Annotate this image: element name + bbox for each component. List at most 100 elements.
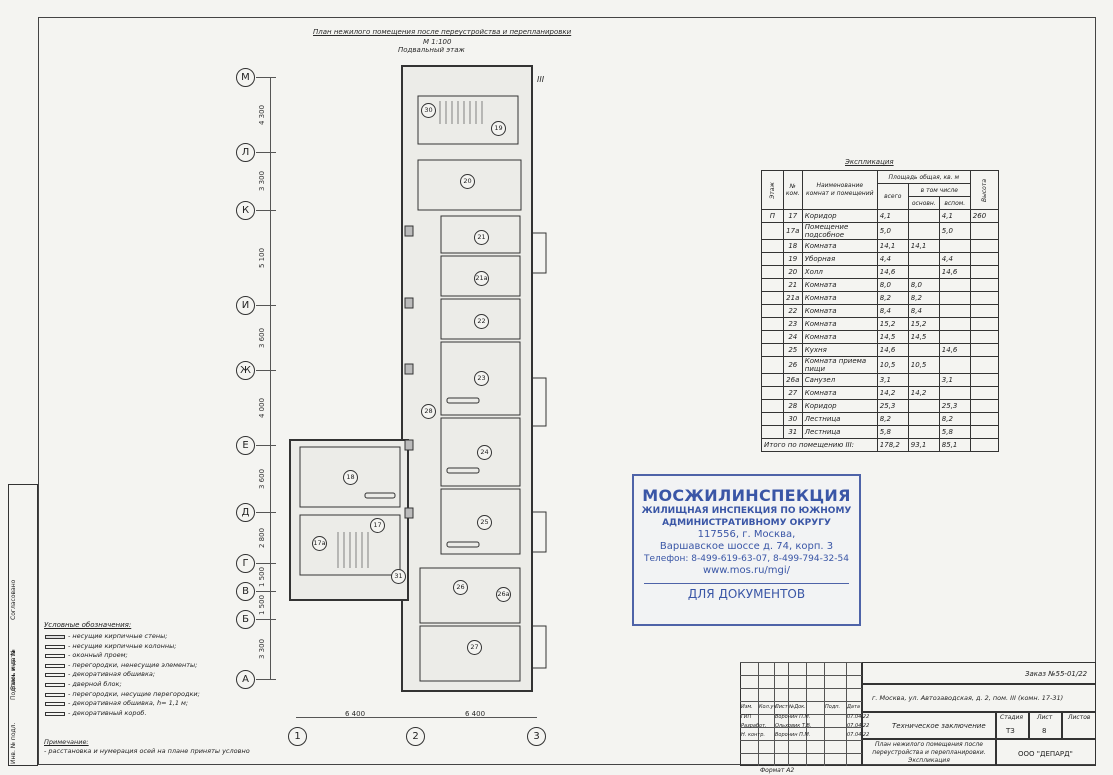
stamp-purpose: ДЛЯ ДОКУМЕНТОВ (687, 587, 806, 601)
cell-aux: 5,0 (938, 222, 971, 240)
explication-title: Экспликация (845, 158, 894, 166)
plan-scale: М 1:100 (423, 38, 452, 46)
cell-num: 30 (782, 412, 803, 426)
cell-height-empty (969, 356, 999, 374)
col-axis-3: 3 (527, 727, 546, 746)
cell-num: 20 (782, 265, 803, 279)
cell-num: 26 (782, 356, 803, 374)
cell-height-empty (969, 278, 999, 292)
tb-sheet: 8 (1042, 727, 1047, 735)
tb-col-head: Изм. (741, 704, 753, 710)
legend-symbol (45, 673, 65, 678)
room-label-19: 19 (491, 121, 506, 136)
cell-name: Комната приема пищи (801, 356, 878, 374)
cell-floor-empty (761, 278, 784, 292)
stamp-line2: АДМИНИСТРАТИВНОМУ ОКРУГУ (662, 518, 831, 528)
cell-floor-empty (761, 239, 784, 253)
col-main: основн. (907, 196, 940, 210)
cell-num: 25 (782, 343, 803, 357)
cell-aux (938, 291, 971, 305)
stamp-web: www.mos.ru/mgi/ (702, 565, 791, 576)
cell-num: 17 (782, 209, 803, 223)
cell-name: Лестница (801, 412, 878, 426)
stamp-line1: ЖИЛИЩНАЯ ИНСПЕКЦИЯ ПО ЮЖНОМУ (641, 506, 852, 516)
row-axis-0: М (236, 68, 255, 87)
cell-name: Комната (801, 278, 878, 292)
row-axis-7: Г (236, 554, 255, 573)
col-dim-2: 6 400 (465, 710, 486, 718)
cell-name: Помещение подсобное (801, 222, 878, 240)
cell-total: 10,5 (876, 356, 909, 374)
tb-person-date: 07.04.22 (847, 723, 870, 729)
tb-grid-line (740, 753, 862, 754)
row-axis-6: Д (236, 503, 255, 522)
tb-grid-line (740, 688, 862, 689)
cell-num: 22 (782, 304, 803, 318)
legend-symbol (45, 702, 65, 707)
cell-name: Санузел (801, 373, 878, 387)
tb-person-date: 07.04.22 (847, 732, 870, 738)
title-block-order-cell (862, 662, 1096, 684)
tb-grid-line (740, 740, 862, 741)
room-label-18: 18 (343, 470, 358, 485)
cell-height-empty (969, 265, 999, 279)
head-floor: Этаж (768, 182, 776, 199)
stamp-divider (644, 583, 849, 584)
tb-grid-line (740, 701, 862, 702)
cell-name: Уборная (801, 252, 878, 266)
cell-total: 4,1 (876, 209, 909, 223)
footer-empty (969, 438, 999, 452)
tb-col-head: №Док. (789, 704, 806, 710)
col-floor: Этаж (761, 170, 784, 210)
legend-symbol (45, 711, 65, 716)
cell-height-empty (969, 386, 999, 400)
tb-company: ООО "ДЕПАРД" (1018, 750, 1073, 758)
row-axis-8: В (236, 582, 255, 601)
cell-floor-empty (761, 252, 784, 266)
cell-total: 8,2 (876, 291, 909, 305)
cell-floor-empty (761, 330, 784, 344)
cell-total: 3,1 (876, 373, 909, 387)
tb-grid-vline (806, 662, 807, 766)
row-axis-line-8 (256, 591, 276, 592)
row-axis-9: Б (236, 610, 255, 629)
explication-table: Этаж № ком. Наименование комнат и помеще… (761, 170, 999, 452)
cell-height-empty (969, 317, 999, 331)
legend-note: - расстановка и нумерация осей на плане … (44, 747, 250, 755)
cell-main (907, 343, 940, 357)
cell-aux: 3,1 (938, 373, 971, 387)
cell-name: Комната (801, 386, 878, 400)
tb-sheet-title: План нежилого помещения после переустрой… (872, 741, 986, 764)
side-label: Подпись и дата (10, 650, 17, 700)
cell-height-empty (969, 343, 999, 357)
cell-height-empty (969, 304, 999, 318)
row-axis-2: К (236, 201, 255, 220)
legend-item: - перегородки, несущие перегородки; (68, 689, 200, 698)
title-block-doc-cell (862, 712, 996, 739)
row-axis-5: Е (236, 436, 255, 455)
col-axis-1: 1 (288, 727, 307, 746)
cell-floor-empty (761, 386, 784, 400)
room-label-26a: 26а (496, 587, 511, 602)
legend-item: - декоративный короб. (68, 708, 147, 717)
col-name: Наименование комнат и помещений (801, 170, 878, 210)
cell-aux (938, 330, 971, 344)
tb-doc: Техническое заключение (892, 722, 986, 730)
cell-aux: 25,3 (938, 399, 971, 413)
cell-name: Комната (801, 239, 878, 253)
stamp-addr1: 117556, г. Москва, (697, 529, 796, 540)
tb-stage-label: Стадия (1000, 714, 1024, 721)
tb-format: Формат А2 (760, 767, 795, 774)
tb-grid-line (740, 714, 862, 715)
side-label: Согласовано (10, 579, 17, 620)
row-axis-line-6 (256, 512, 276, 513)
